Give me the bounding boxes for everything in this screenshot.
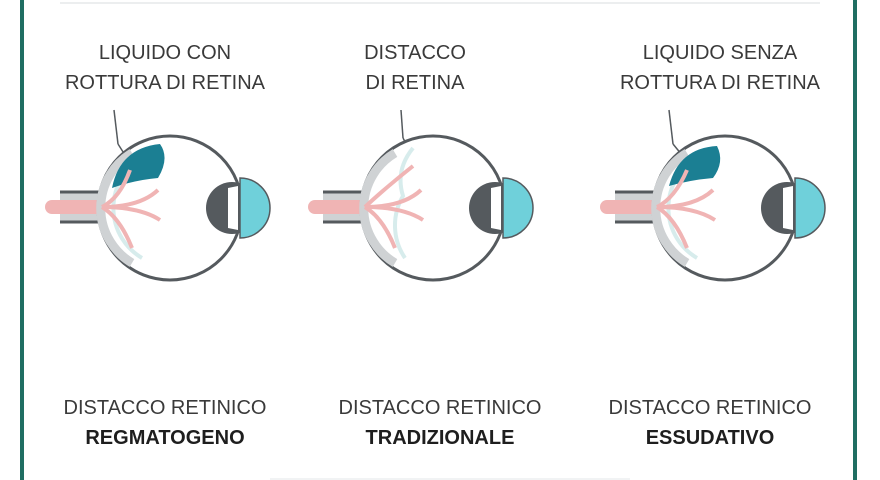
- nerve-vessel: [600, 200, 660, 214]
- title-line-1: DISTACCO RETINICO: [63, 397, 267, 419]
- title-line-1: DISTACCO RETINICO: [608, 397, 812, 419]
- title-regmatogeno: DISTACCO RETINICO REGMATOGENO: [45, 393, 285, 453]
- sclera-band: [359, 149, 398, 267]
- nerve-vessel: [45, 200, 105, 214]
- frame-right-border: [853, 0, 857, 480]
- callout-line-1: LIQUIDO CON: [98, 42, 232, 64]
- callout-regmatogeno: LIQUIDO CON ROTTURA DI RETINA: [45, 38, 285, 98]
- title-line-2: REGMATOGENO: [85, 427, 245, 449]
- title-essudativo: DISTACCO RETINICO ESSUDATIVO: [590, 393, 830, 453]
- retinal-fluid: [669, 146, 721, 186]
- leader-line: [668, 109, 674, 145]
- eye-diagram-regmatogeno: [45, 109, 271, 282]
- callout-tradizionale: DISTACCO DI RETINA: [295, 38, 535, 98]
- cornea-lens: [502, 177, 534, 239]
- callout-line-2: DI RETINA: [365, 72, 465, 94]
- bottom-divider: [270, 478, 630, 480]
- leader-line: [113, 109, 119, 145]
- callout-line-1: DISTACCO: [364, 42, 466, 64]
- retina-layer: [392, 146, 415, 260]
- leader-line: [400, 109, 404, 139]
- top-divider: [60, 2, 820, 4]
- sclera-band: [96, 149, 135, 267]
- title-tradizionale: DISTACCO RETINICO TRADIZIONALE: [320, 393, 560, 453]
- eye-diagram-essudativo: [600, 109, 826, 282]
- title-line-2: TRADIZIONALE: [365, 427, 515, 449]
- callout-line-2: ROTTURA DI RETINA: [619, 72, 820, 94]
- cornea-lens: [794, 177, 826, 239]
- nerve-vessel: [308, 200, 368, 214]
- title-line-2: ESSUDATIVO: [645, 427, 775, 449]
- sclera-band: [651, 149, 690, 267]
- callout-essudativo: LIQUIDO SENZA ROTTURA DI RETINA: [600, 38, 840, 98]
- callout-line-1: LIQUIDO SENZA: [642, 42, 798, 64]
- frame-left-border: [20, 0, 24, 480]
- callout-line-2: ROTTURA DI RETINA: [64, 72, 265, 94]
- cornea-lens: [239, 177, 271, 239]
- eye-diagram-tradizionale: [308, 109, 534, 282]
- title-line-1: DISTACCO RETINICO: [338, 397, 542, 419]
